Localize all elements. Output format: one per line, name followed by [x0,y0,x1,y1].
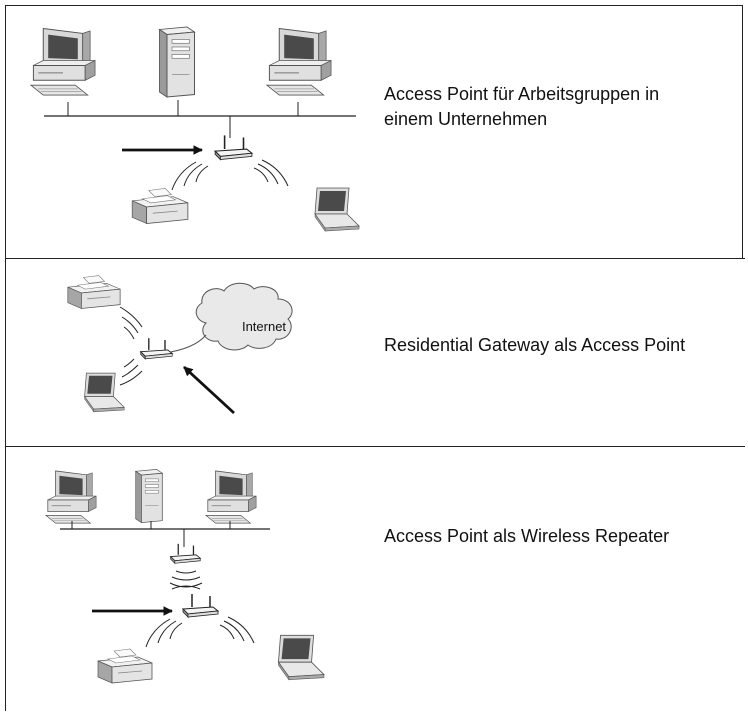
caption-line: einem Unternehmen [384,109,548,129]
printer-icon [97,648,153,684]
caption-line: Residential Gateway als Access Point [384,335,686,355]
tower-server-icon [158,26,196,98]
caption-line: Access Point als Wireless Repeater [384,526,670,546]
residential-gateway-illustration: Internet [67,275,293,415]
enterprise-network-illustration [30,26,360,232]
panel-divider [5,446,745,447]
wireless-wave-icon [171,159,289,191]
access-point-icon [214,134,253,161]
panel-caption: Access Point für Arbeitsgruppen in einem… [384,82,744,132]
access-point-icon [140,337,173,360]
panel-wireless-repeater: Access Point als Wireless Repeater [6,447,742,711]
panel-divider [5,258,745,259]
wireless-wave-icon [145,616,255,648]
laptop-icon [277,634,325,681]
frame-left-border [5,5,6,711]
wireless-wave-icon [119,306,143,386]
printer-icon [67,275,121,309]
wireless-repeater-illustration [45,469,325,684]
desktop-computer-icon [30,27,96,96]
frame-right-border [742,5,743,259]
desktop-computer-icon [205,470,257,524]
panel-residential-gateway: Internet Residential Gateway als Access … [6,259,742,446]
arrow-icon [183,365,235,415]
desktop-computer-icon [266,27,332,96]
panel-enterprise-workgroup: Access Point für Arbeitsgruppen in einem… [6,6,742,258]
caption-line: Access Point für Arbeitsgruppen in [384,84,660,104]
frame-top-border [5,5,743,6]
cloud-label: Internet [242,319,286,334]
access-point-icon [169,543,201,564]
wireless-wave-icon [169,570,203,590]
panel-caption: Residential Gateway als Access Point [384,333,744,358]
access-point-icon [182,593,219,618]
desktop-computer-icon [45,470,97,524]
laptop-icon [314,187,360,232]
tower-server-icon [135,469,163,523]
printer-icon [131,188,189,224]
cloud-icon [195,282,293,351]
laptop-icon [84,372,125,413]
panel-caption: Access Point als Wireless Repeater [384,524,744,549]
